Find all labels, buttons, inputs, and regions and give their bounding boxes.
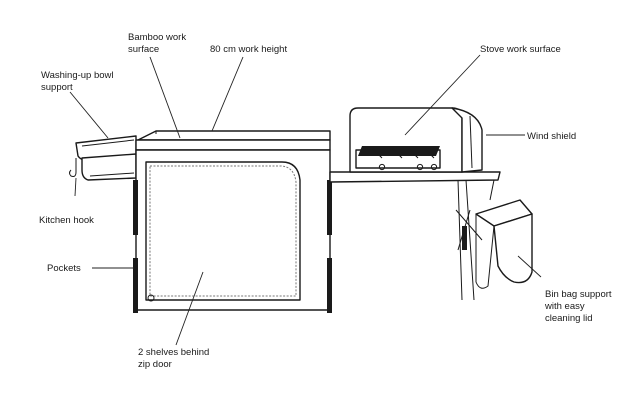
label-bowl-line1: Washing-up bowl: [41, 70, 114, 81]
label-work-height: 80 cm work height: [210, 44, 287, 55]
label-shelves-line1: 2 shelves behind: [138, 347, 209, 358]
label-binbag-line2: with easy: [544, 301, 585, 312]
label-binbag-line3: cleaning lid: [545, 313, 593, 324]
main-cabinet: [133, 130, 332, 313]
label-bamboo-line2: surface: [128, 44, 159, 55]
label-kitchen-hook: Kitchen hook: [39, 215, 94, 226]
leader-lines: [69, 54, 542, 346]
kitchen-hook: [69, 158, 77, 177]
bin-bag-support: [462, 199, 533, 289]
label-binbag-line1: Bin bag support: [545, 289, 612, 300]
label-stove-surface: Stove work surface: [480, 44, 561, 55]
washing-up-bowl: [75, 135, 137, 181]
label-bowl-line2: support: [41, 82, 73, 93]
label-shelves-line2: zip door: [138, 359, 172, 370]
label-wind-shield: Wind shield: [527, 131, 576, 142]
stove-table: [329, 107, 501, 301]
label-pockets: Pockets: [47, 263, 81, 274]
label-bamboo-line1: Bamboo work: [128, 32, 186, 43]
